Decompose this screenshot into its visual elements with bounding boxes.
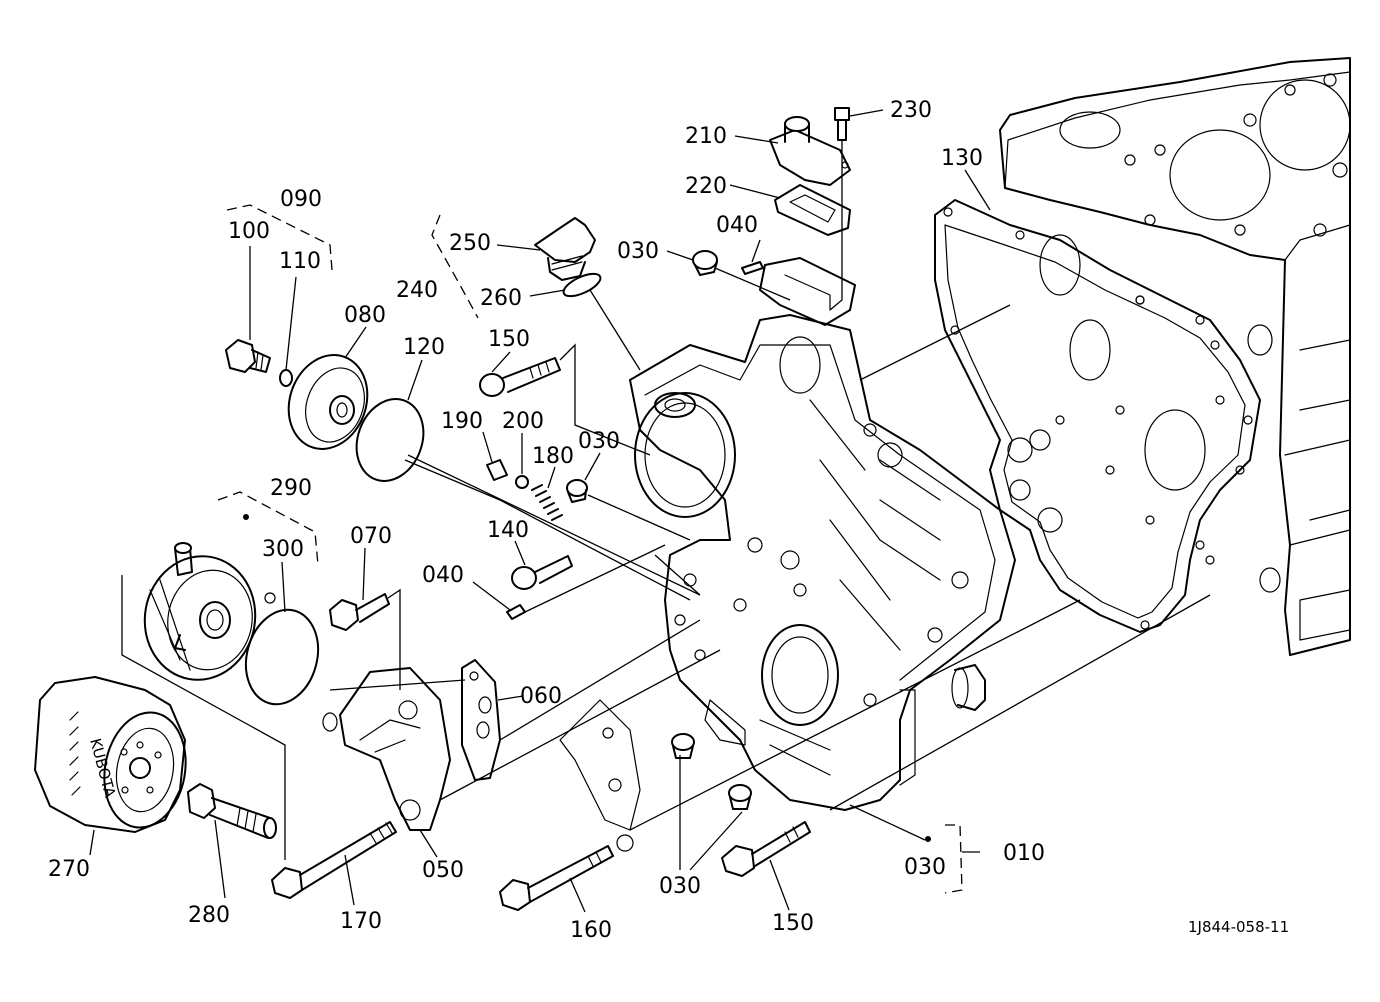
group-brackets <box>217 204 980 894</box>
label-280: 280 <box>188 903 230 928</box>
filter-brand-text: KUBOTA <box>86 736 119 800</box>
gasket-060 <box>461 659 501 781</box>
label-240: 240 <box>396 278 438 303</box>
bolt-140 <box>511 555 573 590</box>
gasket-220 <box>774 184 851 236</box>
water-pump-050 <box>322 667 451 831</box>
bolt-070 <box>329 593 390 631</box>
label-010: 010 <box>1003 841 1045 866</box>
bolt-160 <box>499 845 614 911</box>
pin-040-left <box>506 604 526 620</box>
fitting-280 <box>187 783 277 839</box>
label-150-bottom: 150 <box>772 911 814 936</box>
label-290: 290 <box>270 476 312 501</box>
o-ring-260 <box>562 272 602 298</box>
label-030-group: 030 <box>904 855 946 880</box>
label-250: 250 <box>449 231 491 256</box>
label-260: 260 <box>480 286 522 311</box>
label-200: 200 <box>502 409 544 434</box>
gear-case <box>629 314 1016 811</box>
bolt-170 <box>271 821 397 899</box>
oil-filler-cap-250 <box>534 217 596 281</box>
label-130: 130 <box>941 146 983 171</box>
label-210: 210 <box>685 124 727 149</box>
label-030-bottom: 030 <box>659 874 701 899</box>
leader-lines <box>121 304 1211 871</box>
label-300: 300 <box>262 537 304 562</box>
label-050: 050 <box>422 858 464 883</box>
label-140: 140 <box>487 518 529 543</box>
pin-040-top <box>741 261 764 275</box>
o-ring-120 <box>355 398 425 482</box>
label-220: 220 <box>685 174 727 199</box>
o-ring-300 <box>244 608 320 706</box>
label-170: 170 <box>340 909 382 934</box>
drawing-reference: 1J844-058-11 <box>1188 918 1289 936</box>
label-230: 230 <box>890 98 932 123</box>
thermostat-housing <box>759 257 856 326</box>
label-030-plug-mid: 030 <box>578 429 620 454</box>
part-labels: 010 030 030 030 030 040 040 050 060 070 … <box>48 98 1045 943</box>
label-100: 100 <box>228 219 270 244</box>
label-030-cap: 030 <box>617 239 659 264</box>
relief-valve-parts <box>486 459 588 521</box>
label-110: 110 <box>279 249 321 274</box>
ring-110 <box>279 369 293 387</box>
label-070: 070 <box>350 524 392 549</box>
bolt-150-top <box>479 357 561 397</box>
plug-030-bottom-left <box>671 733 695 759</box>
filter-cover-080 <box>287 354 369 450</box>
oil-filter-270: KUBOTA <box>34 676 187 833</box>
engine-block <box>999 57 1351 656</box>
label-270: 270 <box>48 857 90 882</box>
label-120: 120 <box>403 335 445 360</box>
label-040-top: 040 <box>716 213 758 238</box>
label-080: 080 <box>344 303 386 328</box>
bolt-100 <box>225 339 271 373</box>
plug-030-top <box>692 250 718 276</box>
bolt-150-bottom <box>721 821 811 877</box>
mounting-bracket <box>559 699 641 831</box>
plug-030-bottom-right <box>728 784 752 810</box>
gasket-130 <box>934 199 1261 633</box>
label-leaders <box>89 109 991 913</box>
oil-cooler-290 <box>143 542 276 681</box>
label-040-left: 040 <box>422 563 464 588</box>
label-190: 190 <box>441 409 483 434</box>
label-150-top: 150 <box>488 327 530 352</box>
label-060: 060 <box>520 684 562 709</box>
label-160: 160 <box>570 918 612 943</box>
water-flange-210 <box>769 116 851 186</box>
label-180: 180 <box>532 444 574 469</box>
bolt-230 <box>834 107 850 141</box>
label-090: 090 <box>280 187 322 212</box>
